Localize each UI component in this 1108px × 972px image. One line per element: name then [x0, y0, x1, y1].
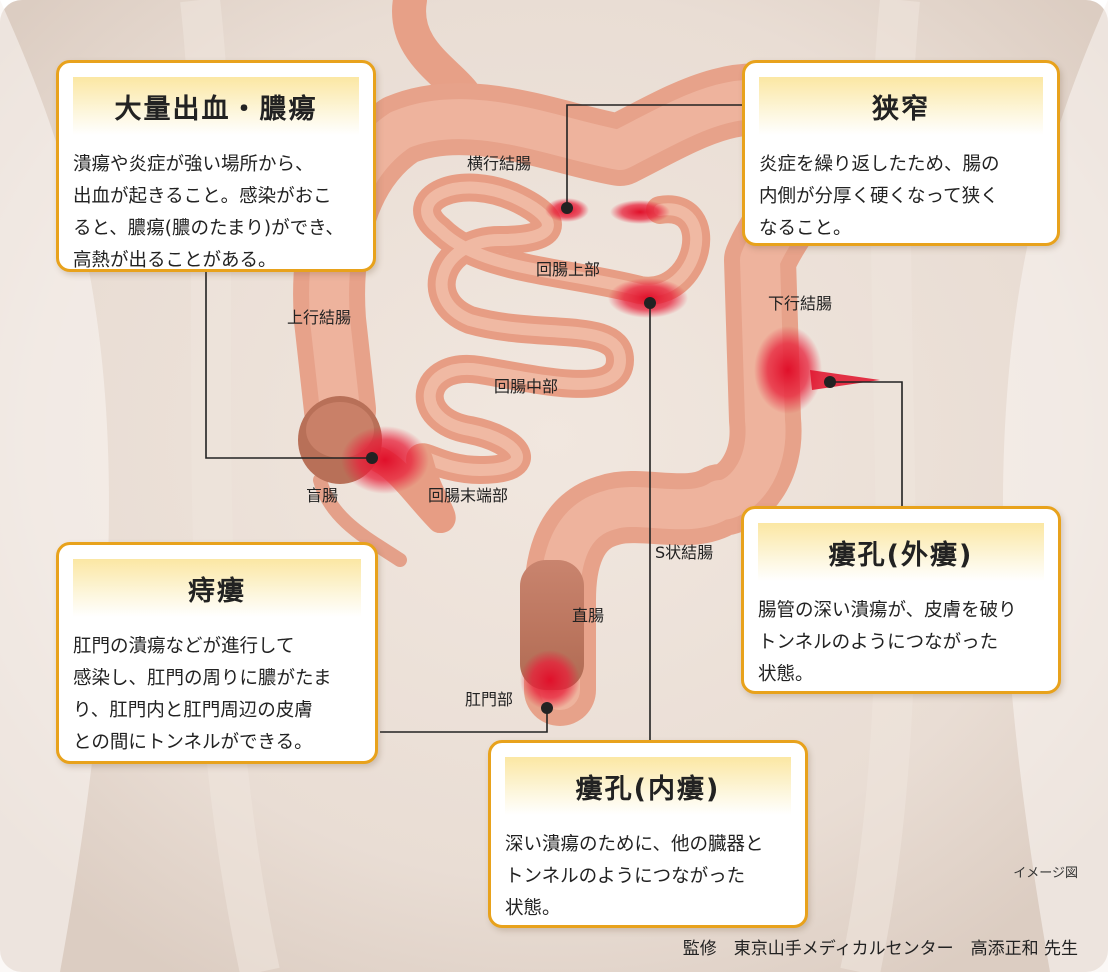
card-title: 狭窄 — [759, 77, 1043, 135]
label-upper-ileum: 回腸上部 — [536, 256, 600, 280]
descending-colon-spot — [754, 326, 822, 414]
card-body: 深い潰瘍のために、他の臓器と トンネルのようにつながった 状態。 — [505, 829, 791, 925]
label-sigmoid-colon: S状結腸 — [655, 539, 713, 563]
label-anus: 肛門部 — [465, 686, 513, 710]
supervisor-credit: 監修 東京山手メディカルセンター 高添正和 先生 — [683, 934, 1078, 959]
cecum-spot — [341, 426, 429, 494]
label-terminal-ileum: 回腸末端部 — [428, 482, 508, 506]
image-note: イメージ図 — [1013, 862, 1078, 881]
label-transverse-colon: 横行結腸 — [467, 150, 531, 174]
card-body: 炎症を繰り返したため、腸の 内側が分厚く硬くなって狭く なること。 — [759, 149, 1043, 245]
card-external-fistula: 瘻孔(外瘻) 腸管の深い潰瘍が、皮膚を破り トンネルのようにつながった 状態。 — [741, 506, 1061, 694]
card-title: 大量出血・膿瘍 — [73, 77, 359, 135]
card-title: 瘻孔(外瘻) — [758, 523, 1044, 581]
label-descending-colon: 下行結腸 — [768, 290, 832, 314]
marker-dot-upper-ileum — [644, 297, 656, 309]
marker-dot-stricture — [561, 202, 573, 214]
card-internal-fistula: 瘻孔(内瘻) 深い潰瘍のために、他の臓器と トンネルのようにつながった 状態。 — [488, 740, 808, 928]
card-bleeding-abscess: 大量出血・膿瘍 潰瘍や炎症が強い場所から、 出血が起きること。感染がおこ ると、… — [56, 60, 376, 272]
label-ascending-colon: 上行結腸 — [287, 304, 351, 328]
label-middle-ileum: 回腸中部 — [494, 373, 558, 397]
card-body: 潰瘍や炎症が強い場所から、 出血が起きること。感染がおこ ると、膿瘍(膿のたまり… — [73, 149, 359, 277]
label-cecum: 盲腸 — [306, 482, 338, 506]
label-rectum: 直腸 — [572, 602, 604, 626]
card-title: 瘻孔(内瘻) — [505, 757, 791, 815]
marker-dot-cecum — [366, 452, 378, 464]
card-body: 腸管の深い潰瘍が、皮膚を破り トンネルのようにつながった 状態。 — [758, 595, 1044, 691]
anus-spot — [520, 650, 580, 710]
card-title: 痔瘻 — [73, 559, 361, 617]
card-anal-fistula: 痔瘻 肛門の潰瘍などが進行して 感染し、肛門の周りに膿がたま り、肛門内と肛門周… — [56, 542, 378, 764]
card-body: 肛門の潰瘍などが進行して 感染し、肛門の周りに膿がたま り、肛門内と肛門周辺の皮… — [73, 631, 361, 759]
card-stricture: 狭窄 炎症を繰り返したため、腸の 内側が分厚く硬くなって狭く なること。 — [742, 60, 1060, 246]
marker-dot-anus — [541, 702, 553, 714]
marker-dot-descending — [824, 376, 836, 388]
